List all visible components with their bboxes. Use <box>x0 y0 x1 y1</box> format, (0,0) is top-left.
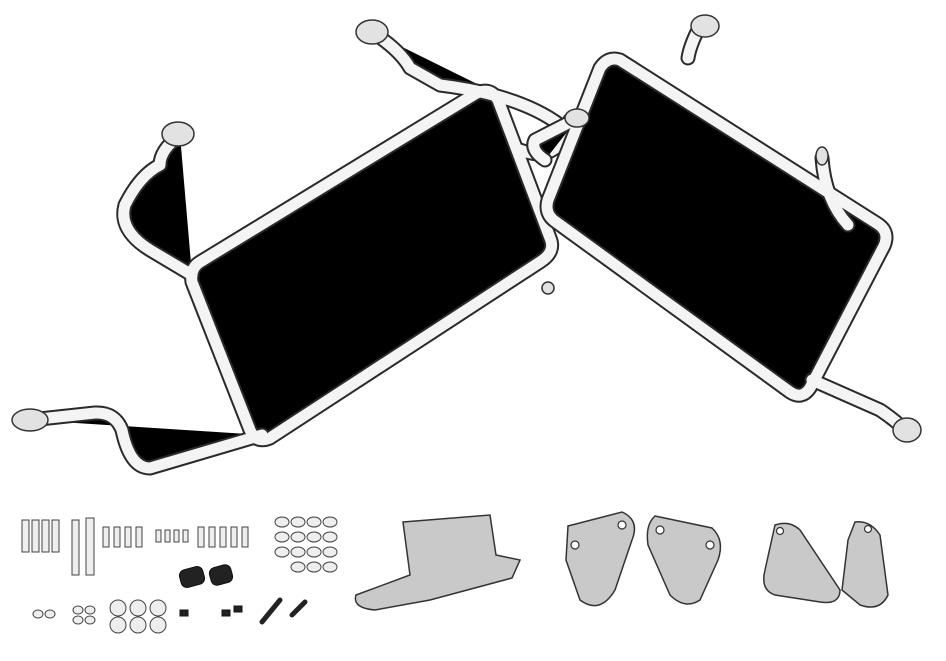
mount-tab <box>355 19 389 45</box>
right-side-rack <box>534 14 922 443</box>
nuts <box>109 599 167 634</box>
lower-plates-pair <box>763 521 889 608</box>
mount-tab <box>11 408 49 432</box>
mount-tab <box>892 417 922 443</box>
washers <box>32 516 338 625</box>
mount-tab <box>690 14 720 38</box>
mount-tab <box>815 146 829 166</box>
side-plates-pair <box>565 511 722 607</box>
mount-tab <box>564 108 590 128</box>
bolts <box>21 517 249 576</box>
left-side-rack <box>11 19 570 468</box>
rubber-spacers <box>178 564 308 625</box>
bracket-plate <box>354 514 522 611</box>
mount-tab <box>161 121 195 147</box>
